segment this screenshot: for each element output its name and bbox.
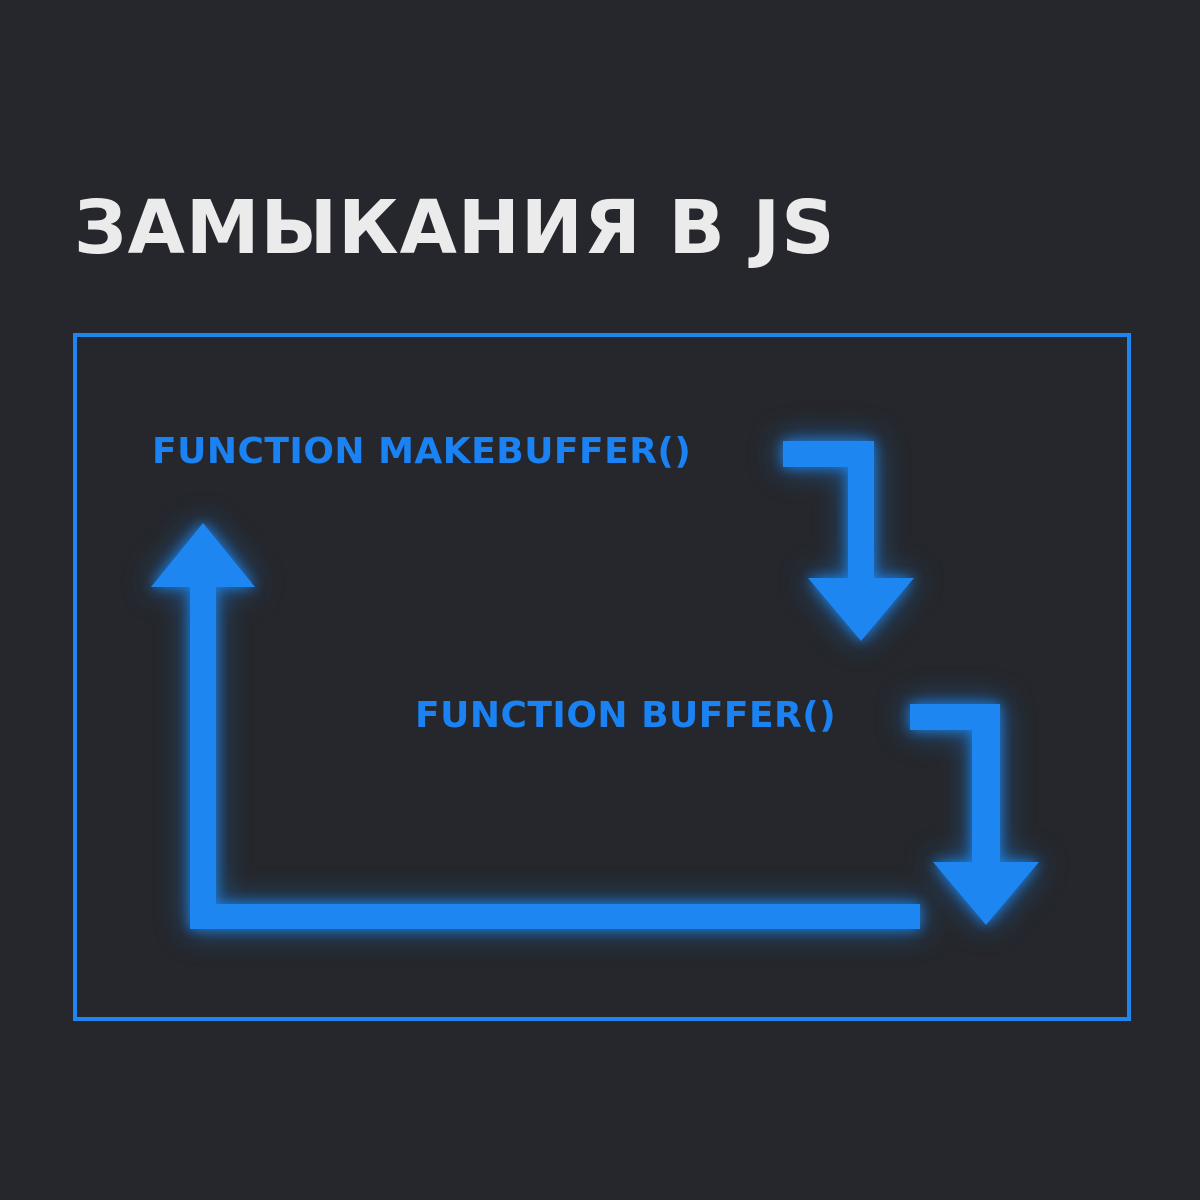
scope-frame [73, 333, 1131, 1021]
arrow-up-icon [151, 523, 920, 929]
arrow-down-icon [910, 704, 1039, 925]
inner-function-label: FUNCTION BUFFER() [415, 695, 837, 736]
page-title: ЗАМЫКАНИЯ В JS [74, 185, 836, 271]
outer-function-label: FUNCTION MAKEBUFFER() [152, 431, 692, 472]
arrow-down-icon [783, 441, 914, 641]
